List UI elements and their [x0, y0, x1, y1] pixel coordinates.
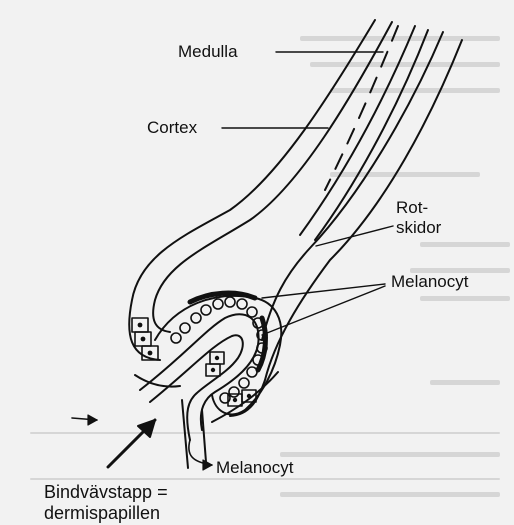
label-bindvav-line1: Bindvävstapp =: [44, 481, 168, 503]
leader-melanocyt-2: [262, 286, 385, 335]
label-rotskidor-line1: Rot-: [396, 198, 428, 218]
label-melanocyt-right: Melanocyt: [391, 272, 468, 292]
dermal-papilla-inner: [150, 335, 243, 440]
matrix-cells-left: [132, 318, 256, 406]
arrow-melanocyt-bottom-head: [203, 460, 212, 470]
label-medulla: Medulla: [178, 42, 238, 62]
papilla-stalk-right: [202, 410, 206, 462]
outer-root-sheath-left: [129, 20, 375, 360]
arrow-small-left-head: [88, 415, 97, 425]
inner-root-sheath-right: [262, 32, 443, 340]
arrow-melanocyt-bottom: [189, 440, 212, 465]
label-rotskidor-line2: skidor: [396, 218, 441, 238]
label-cortex: Cortex: [147, 118, 197, 138]
label-melanocyt-bottom: Melanocyt: [216, 458, 293, 478]
label-bindvav-line2: dermispapillen: [44, 502, 160, 524]
medulla-dashed: [325, 26, 398, 190]
